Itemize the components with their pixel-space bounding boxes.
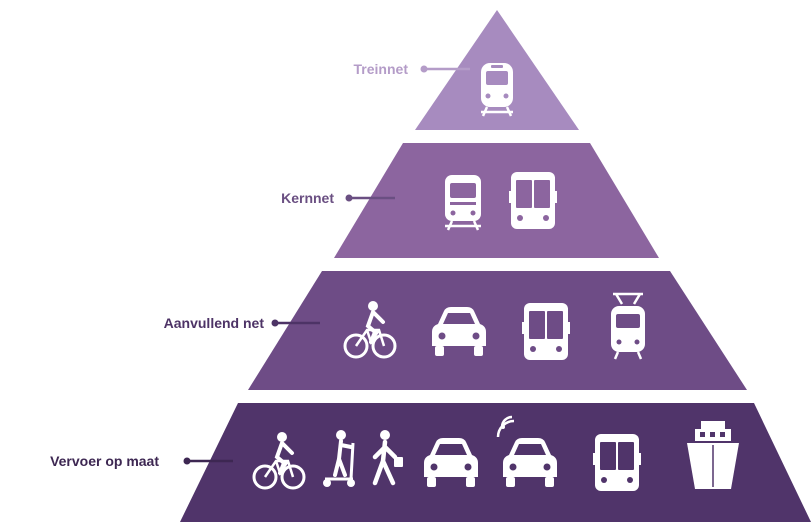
tier-label-vervoer-op-maat: Vervoer op maat	[50, 453, 159, 469]
tier-label-treinnet: Treinnet	[353, 61, 408, 77]
pyramid-tier-2	[334, 143, 659, 258]
tier-connector-dot	[183, 457, 191, 465]
tier-label-aanvullend-net: Aanvullend net	[163, 315, 264, 331]
tier-connector-dot	[420, 65, 428, 73]
tier-connector-dot	[271, 319, 279, 327]
bus-icon	[509, 172, 557, 229]
tier-label-kernnet: Kernnet	[281, 190, 334, 206]
bus-icon	[593, 434, 641, 491]
tier-connector-dot	[345, 194, 353, 202]
bus-icon	[522, 303, 570, 360]
pyramid-tier-3	[248, 271, 747, 390]
